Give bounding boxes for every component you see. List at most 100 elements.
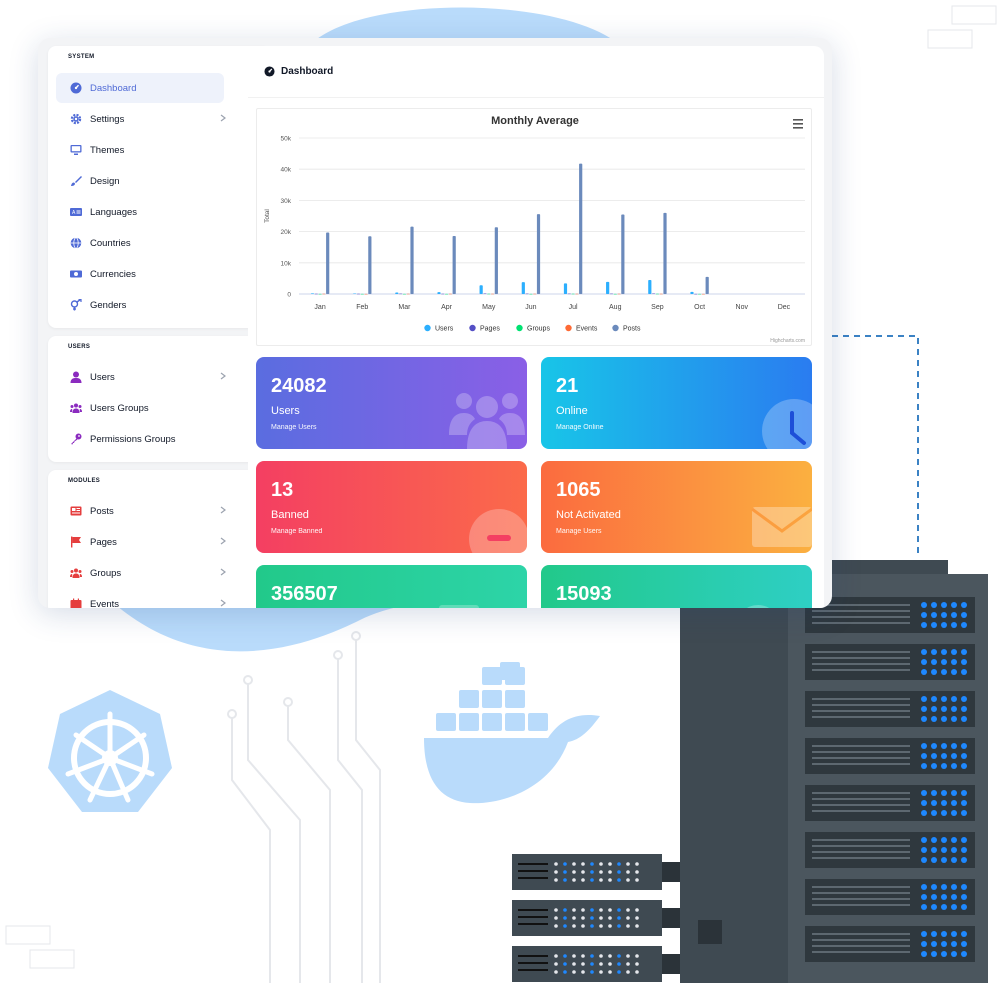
rack-led [941, 763, 947, 769]
stat-card-pages[interactable]: 15093 [541, 565, 812, 608]
server-led [635, 878, 639, 882]
stat-value: 13 [271, 479, 294, 501]
bar-events [322, 293, 326, 295]
stat-link[interactable]: Manage Users [271, 424, 317, 431]
bar-groups [360, 293, 364, 295]
sidebar-item-groups[interactable]: Groups [56, 558, 226, 588]
server-led [635, 924, 639, 928]
server-led [626, 954, 630, 958]
sidebar-item-countries[interactable]: Countries [56, 228, 224, 258]
rack-led [931, 800, 937, 806]
stat-link[interactable]: Manage Users [556, 528, 602, 535]
rack-unit [805, 879, 975, 915]
rack-vent [812, 610, 910, 612]
server-led [572, 916, 576, 920]
sidebar-item-settings[interactable]: Settings [56, 104, 226, 134]
rack-led [941, 894, 947, 900]
bar-events [448, 293, 452, 295]
rack-led [961, 622, 967, 628]
server-led [572, 970, 576, 974]
dashboard-window: SYSTEM Dashboard Settings Themes Design … [38, 38, 832, 608]
rack-led [941, 622, 947, 628]
rack-led [931, 696, 937, 702]
stat-value: 21 [556, 375, 579, 397]
server-led [590, 924, 594, 928]
rack-led [941, 659, 947, 665]
server-led [581, 970, 585, 974]
rack-led [961, 659, 967, 665]
rack-vent [812, 616, 910, 618]
language-icon: A [70, 206, 82, 218]
rack-led [941, 649, 947, 655]
rack-unit [805, 597, 975, 633]
dashboard-icon [70, 82, 82, 94]
rack-led [941, 847, 947, 853]
server-led [617, 862, 621, 866]
rack-led [951, 884, 957, 890]
stat-label: Online [556, 405, 588, 417]
sidebar-item-posts[interactable]: Posts [56, 496, 226, 526]
rack-led [931, 847, 937, 853]
sidebar-item-users[interactable]: Users [56, 362, 226, 392]
chevron-right-icon [218, 371, 228, 381]
stat-link[interactable]: Manage Online [556, 424, 604, 431]
sidebar-item-dashboard[interactable]: Dashboard [56, 73, 224, 103]
server-led [563, 862, 567, 866]
server-rail [662, 908, 680, 928]
stat-card-users[interactable]: 24082 Users Manage Users [256, 357, 527, 449]
server-led [554, 862, 558, 866]
sidebar-item-users-groups[interactable]: Users Groups [56, 393, 224, 423]
rack-led [941, 716, 947, 722]
sidebar-item-design[interactable]: Design [56, 166, 224, 196]
sidebar-item-currencies[interactable]: Currencies [56, 259, 224, 289]
dashboard-icon [264, 66, 275, 77]
bar-groups [697, 293, 702, 295]
rack-led [921, 904, 927, 910]
sidebar-item-themes[interactable]: Themes [56, 135, 224, 165]
sidebar-item-events[interactable]: Events [56, 589, 226, 608]
stat-link[interactable]: Manage Banned [271, 528, 323, 535]
server-led [554, 924, 558, 928]
bar-posts [326, 232, 330, 294]
bar-posts [536, 214, 541, 294]
server-led [572, 908, 576, 912]
rack-led [921, 753, 927, 759]
sidebar-item-pages[interactable]: Pages [56, 527, 226, 557]
rack-led [951, 659, 957, 665]
bar-posts [494, 227, 498, 294]
bar-groups [318, 293, 322, 295]
rack-led [931, 716, 937, 722]
stat-value: 356507 [271, 583, 338, 605]
rack-led [931, 857, 937, 863]
small-servers-icon [512, 854, 680, 982]
rack-led [941, 669, 947, 675]
stat-card-online[interactable]: 21 Online Manage Online [541, 357, 812, 449]
sidebar-item-permissions-groups[interactable]: Permissions Groups [56, 424, 224, 454]
rack-led [941, 904, 947, 910]
server-led [608, 970, 612, 974]
sidebar-item-label: Pages [90, 536, 117, 548]
legend-label: Events [576, 326, 598, 333]
rack-led [961, 884, 967, 890]
server-led [554, 908, 558, 912]
server-led [626, 870, 630, 874]
server-led [563, 962, 567, 966]
minus-circle-icon [469, 509, 527, 553]
circuit-lines [227, 631, 381, 983]
bar-pages [441, 293, 445, 295]
sidebar-item-languages[interactable]: A Languages [56, 197, 224, 227]
stat-card-not-activated[interactable]: 1065 Not Activated Manage Users [541, 461, 812, 553]
legend-marker [516, 324, 523, 332]
bar-pages [483, 293, 487, 295]
rack-vent [812, 845, 910, 847]
server-led [617, 870, 621, 874]
rack-led [941, 612, 947, 618]
sidebar-item-genders[interactable]: Genders [56, 290, 224, 320]
server-led [581, 878, 585, 882]
rack-vent [812, 757, 910, 759]
rack-vent [812, 945, 910, 947]
server-led [554, 962, 558, 966]
stat-card-banned[interactable]: 13 Banned Manage Banned [256, 461, 527, 553]
rack-led [941, 790, 947, 796]
stat-card-posts[interactable]: 356507 [256, 565, 527, 608]
